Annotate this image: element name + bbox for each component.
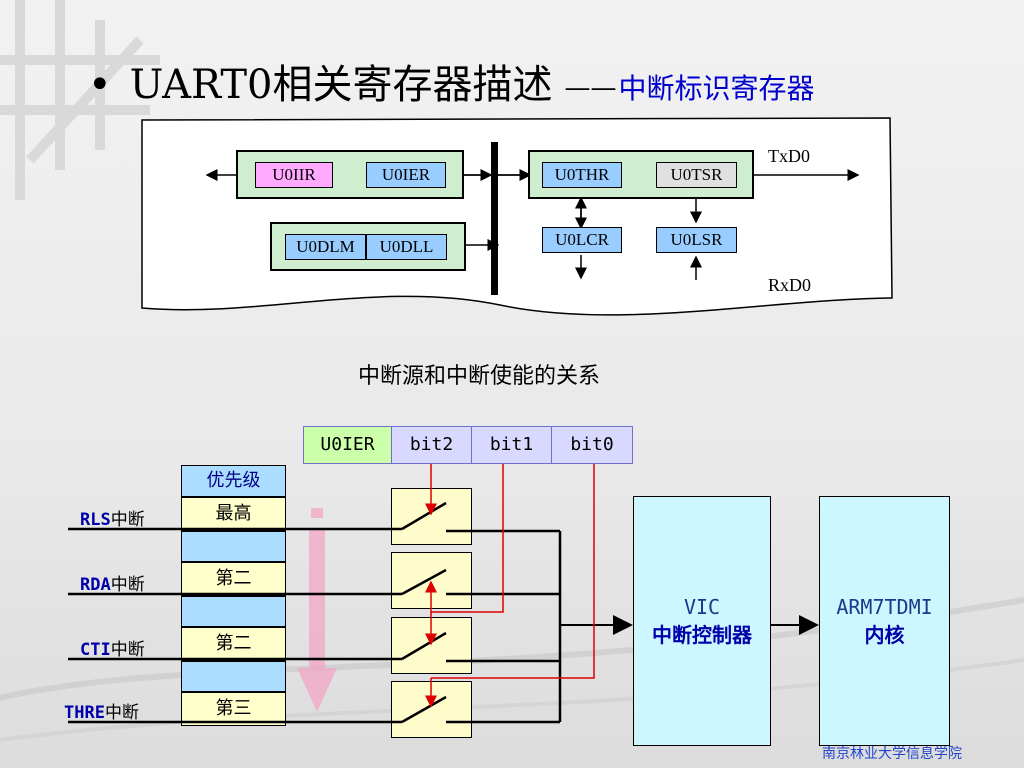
source-thre-name: THRE	[64, 703, 105, 723]
priority-level-4: 第三	[181, 692, 286, 726]
title-main: UART0相关寄存器描述	[129, 62, 553, 108]
title-bullet: •	[88, 62, 112, 108]
priority-direction-arrow	[297, 508, 337, 712]
vic-block: VIC 中断控制器	[633, 496, 771, 746]
core-block: ARM7TDMI 内核	[819, 496, 950, 746]
title-dash: ——	[564, 73, 617, 103]
source-rda-name: RDA	[80, 575, 111, 595]
vic-label: VIC	[683, 595, 721, 619]
source-cti: CTI中断	[80, 635, 145, 660]
source-rls-name: RLS	[80, 510, 111, 530]
u0ier-register: U0IER	[366, 162, 446, 188]
footer-institution: 南京林业大学信息学院	[822, 746, 962, 762]
priority-spacer	[181, 531, 286, 562]
priority-header: 优先级	[181, 465, 286, 497]
u0thr-register: U0THR	[542, 162, 622, 188]
source-cti-suffix: 中断	[110, 640, 145, 660]
ier-bit2-cell: bit2	[391, 426, 472, 464]
ier-bit1-cell: bit1	[471, 426, 552, 464]
u0dlm-register: U0DLM	[285, 234, 366, 260]
source-cti-name: CTI	[80, 640, 111, 660]
diagram-caption: 中断源和中断使能的关系	[358, 364, 601, 389]
source-thre: THRE中断	[64, 698, 139, 723]
u0iir-register: U0IIR	[255, 162, 333, 188]
slide-title: • UART0相关寄存器描述 ——中断标识寄存器	[88, 52, 815, 110]
priority-spacer	[181, 596, 286, 627]
ier-header-cell: U0IER	[303, 426, 392, 464]
priority-level-3: 第二	[181, 627, 286, 661]
u0lsr-register: U0LSR	[656, 227, 737, 253]
priority-spacer	[181, 661, 286, 692]
source-rda-suffix: 中断	[110, 575, 145, 595]
vic-sublabel: 中断控制器	[652, 623, 752, 647]
u0tsr-register: U0TSR	[656, 162, 737, 188]
ier-bit0-cell: bit0	[551, 426, 633, 464]
bus-bar	[491, 142, 498, 295]
source-rls: RLS中断	[80, 505, 145, 530]
u0lcr-register: U0LCR	[542, 227, 622, 253]
txd0-label: TxD0	[768, 146, 810, 166]
core-label: ARM7TDMI	[836, 595, 933, 619]
rxd0-label: RxD0	[768, 275, 812, 295]
core-sublabel: 内核	[864, 623, 905, 647]
source-rls-suffix: 中断	[110, 510, 145, 530]
priority-level-2: 第二	[181, 562, 286, 596]
u0dll-register: U0DLL	[366, 234, 447, 260]
priority-level-1: 最高	[181, 497, 286, 531]
source-thre-suffix: 中断	[104, 703, 139, 723]
source-rda: RDA中断	[80, 570, 145, 595]
title-subtitle: 中断标识寄存器	[618, 72, 815, 105]
